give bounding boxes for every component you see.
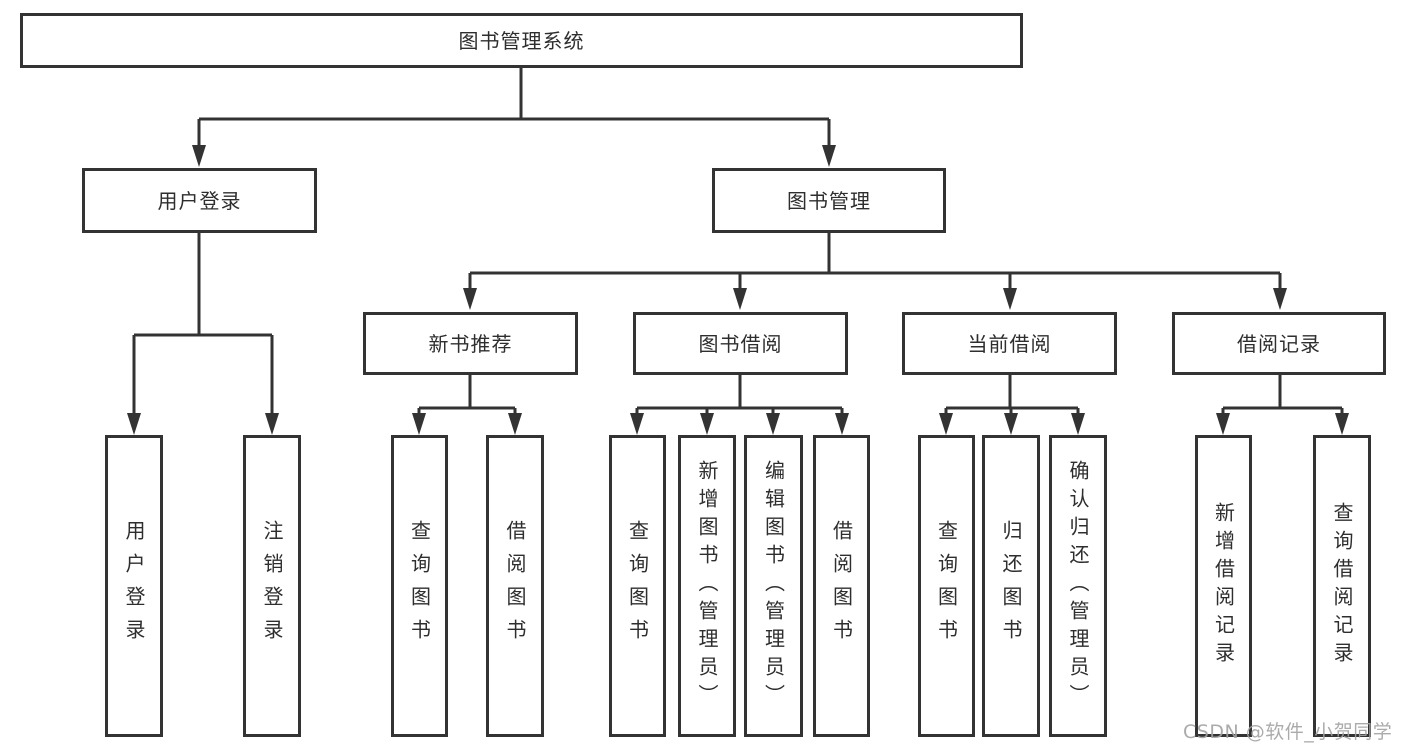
node-new-book-recommendation: 新书推荐 [363, 312, 578, 375]
node-label: 查询图书 [934, 520, 959, 652]
leaf-return-books: 归还图书 [982, 435, 1040, 737]
leaf-borrow-books-borrowing: 借阅图书 [813, 435, 870, 737]
leaf-query-borrow-record: 查询借阅记录 [1313, 435, 1371, 737]
node-label: 用户登录 [157, 188, 242, 213]
arrowheads [127, 145, 1349, 435]
node-label: 当前借阅 [967, 331, 1052, 356]
node-label: 图书借阅 [698, 331, 783, 356]
node-book-borrowing: 图书借阅 [633, 312, 848, 375]
csdn-watermark: CSDN @软件_小贺同学 [1183, 721, 1393, 743]
leaf-confirm-return-admin: 确认归还（管理员） [1049, 435, 1107, 737]
node-label: 借阅图书 [503, 520, 527, 652]
node-label: 新书推荐 [428, 331, 513, 356]
node-label: 新增借阅记录 [1211, 502, 1236, 670]
node-library-management-system: 图书管理系统 [20, 13, 1023, 68]
node-current-borrowing: 当前借阅 [902, 312, 1117, 375]
leaf-edit-books-admin: 编辑图书（管理员） [744, 435, 803, 737]
node-label: 确认归还（管理员） [1066, 460, 1090, 712]
node-label: 借阅图书 [829, 520, 854, 652]
leaf-add-books-admin: 新增图书（管理员） [678, 435, 736, 737]
node-label: 图书管理 [787, 188, 871, 213]
leaf-borrow-books-recommend: 借阅图书 [486, 435, 544, 737]
node-label: 查询图书 [625, 520, 650, 652]
node-label: 查询图书 [407, 520, 432, 652]
leaf-query-books-recommend: 查询图书 [391, 435, 448, 737]
node-borrowing-records: 借阅记录 [1172, 312, 1386, 375]
leaf-add-borrow-record: 新增借阅记录 [1195, 435, 1252, 737]
node-label: 借阅记录 [1237, 331, 1321, 356]
node-label: 注销登录 [260, 520, 284, 652]
node-label: 编辑图书（管理员） [761, 460, 786, 712]
leaf-user-login: 用户登录 [105, 435, 163, 737]
node-label: 用户登录 [122, 520, 146, 652]
node-label: 查询借阅记录 [1330, 502, 1354, 670]
leaf-logout: 注销登录 [243, 435, 301, 737]
node-label: 归还图书 [999, 520, 1023, 652]
leaf-query-books-current: 查询图书 [918, 435, 975, 737]
leaf-query-books-borrowing: 查询图书 [609, 435, 666, 737]
node-book-management: 图书管理 [712, 168, 946, 233]
node-user-login: 用户登录 [82, 168, 317, 233]
node-label: 图书管理系统 [458, 28, 585, 53]
node-label: 新增图书（管理员） [695, 460, 719, 712]
